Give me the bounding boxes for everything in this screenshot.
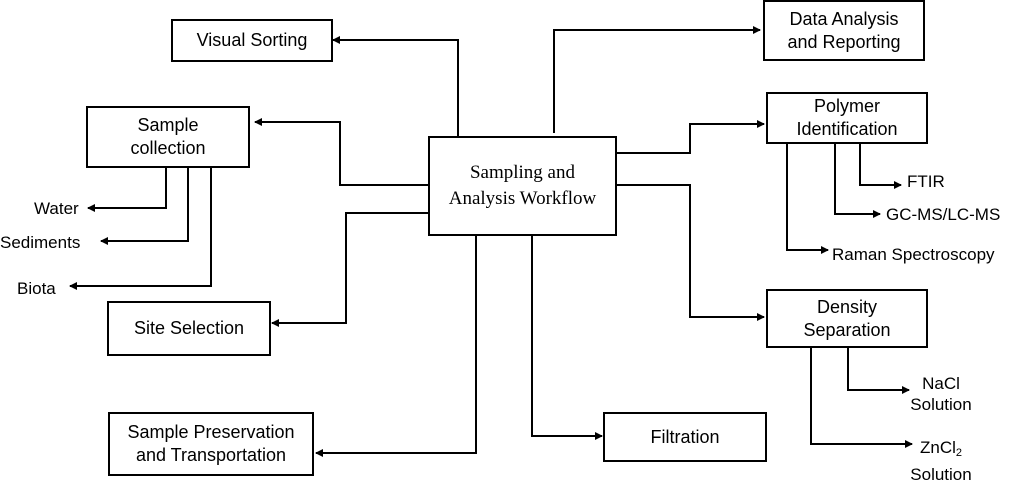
ftir-label: FTIR <box>907 172 945 191</box>
center-box-line1: Sampling and <box>469 162 575 183</box>
zncl2-line2: Solution <box>910 465 972 484</box>
zncl2-base: ZnCl <box>919 438 956 457</box>
data-analysis-box: Data Analysis and Reporting <box>763 0 925 61</box>
polymer-id-line2: Identification <box>796 119 898 139</box>
arrow-to-biota <box>69 167 212 290</box>
water-label: Water <box>34 199 79 218</box>
visual-sorting-box: Visual Sorting <box>171 19 333 62</box>
polymer-id-box: Polymer Identification <box>766 92 928 144</box>
zncl2-label: ZnCl2 Solution <box>901 437 981 485</box>
preservation-box: Sample Preservation and Transportation <box>108 412 314 476</box>
biota-label: Biota <box>17 279 56 298</box>
arrow-to-ftir <box>859 143 902 189</box>
arrow-to-sediments <box>100 167 189 245</box>
density-sep-line2: Separation <box>803 319 891 340</box>
polymer-id-line1: Polymer <box>813 96 880 116</box>
center-box-line2: Analysis Workflow <box>448 188 597 209</box>
filtration-box: Filtration <box>603 412 767 462</box>
arrow-to-filtration <box>531 235 603 440</box>
preservation-line2: and Transportation <box>135 445 287 465</box>
arrow-to-visual-sorting <box>332 36 459 137</box>
density-sep-box: Density Separation <box>766 289 928 348</box>
data-analysis-line2: and Reporting <box>787 31 901 52</box>
zncl2-line1: ZnCl2 <box>901 437 981 464</box>
preservation-line1: Sample Preservation <box>127 422 295 442</box>
sample-collection-line1: Sample <box>137 115 199 135</box>
arrow-to-water <box>87 167 167 212</box>
arrow-to-gcms <box>834 143 881 218</box>
sediments-label: Sediments <box>0 233 81 252</box>
sample-collection-line2: collection <box>130 138 206 158</box>
nacl-line2: Solution <box>910 395 972 414</box>
arrow-to-site-selection <box>271 212 428 327</box>
arrow-to-zncl2 <box>810 347 913 448</box>
nacl-label: NaCl Solution <box>901 373 981 415</box>
center-box-workflow: Sampling and Analysis Workflow <box>428 136 617 236</box>
arrow-to-sample-collection <box>254 118 428 186</box>
site-selection-box: Site Selection <box>107 301 271 356</box>
arrow-to-nacl <box>847 347 910 394</box>
density-sep-line1: Density <box>816 296 877 317</box>
nacl-line1: NaCl <box>922 374 960 393</box>
arrow-to-raman <box>786 143 829 254</box>
filtration-label: Filtration <box>650 426 720 447</box>
zncl2-subscript: 2 <box>955 447 963 459</box>
arrow-to-preservation <box>315 235 477 457</box>
site-selection-label: Site Selection <box>133 318 245 338</box>
gcms-label: GC-MS/LC-MS <box>886 205 1001 224</box>
arrow-to-density-sep <box>617 184 765 321</box>
visual-sorting-label: Visual Sorting <box>196 30 308 50</box>
data-analysis-line1: Data Analysis <box>789 8 899 29</box>
arrow-to-polymer-id <box>617 120 765 154</box>
raman-label: Raman Spectroscopy <box>832 245 995 264</box>
sample-collection-box: Sample collection <box>86 106 250 168</box>
arrow-to-data-analysis <box>553 26 761 133</box>
